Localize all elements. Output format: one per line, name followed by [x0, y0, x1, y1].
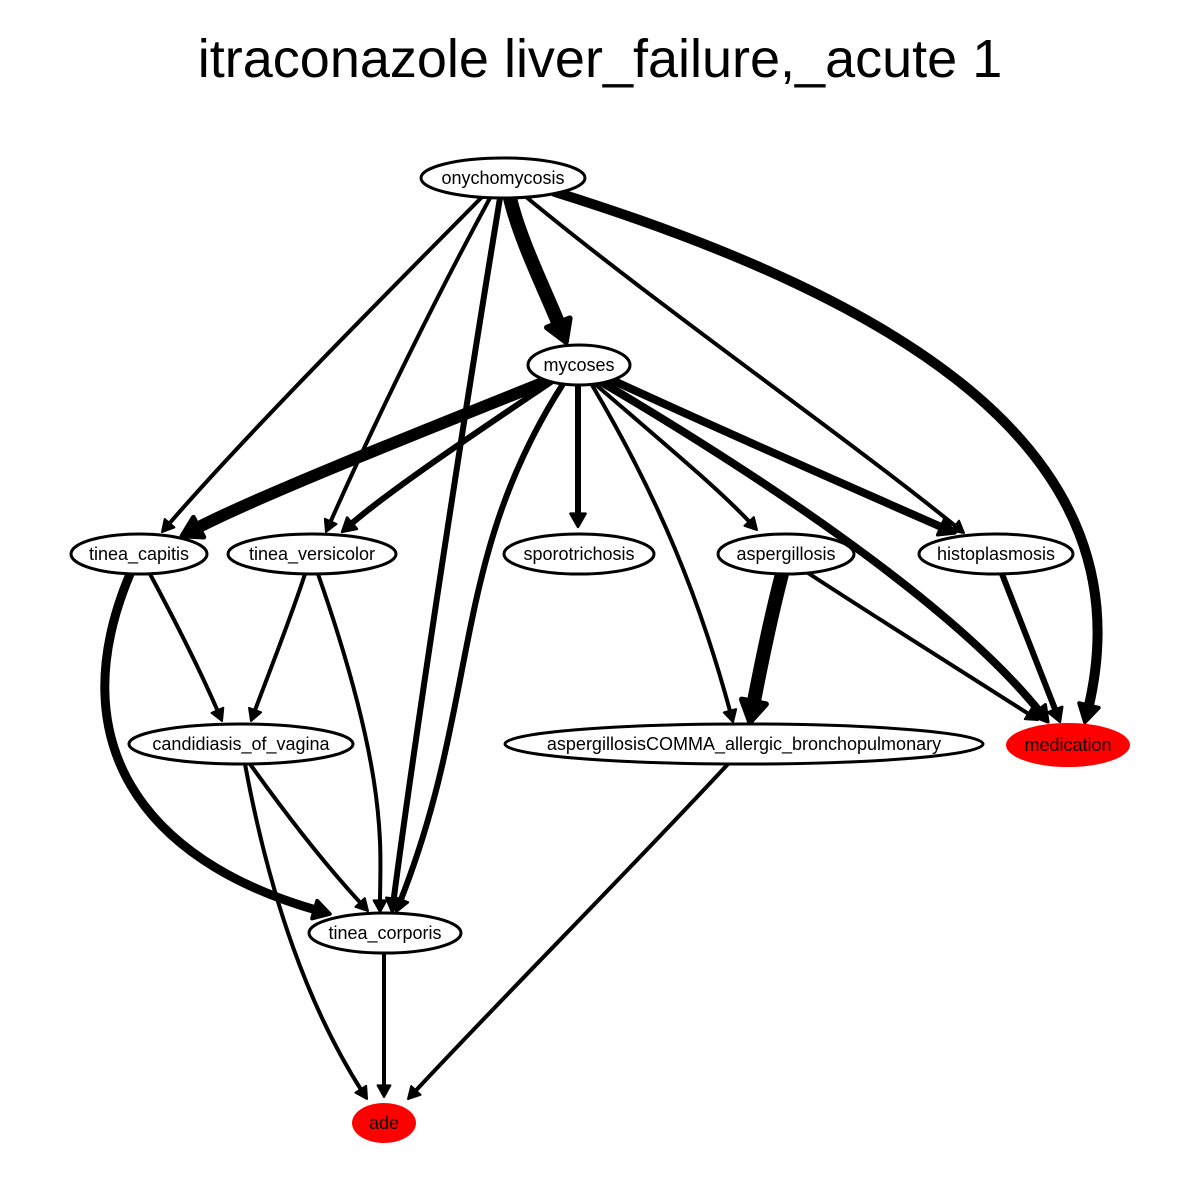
node-label-tinea_capitis: tinea_capitis — [89, 544, 189, 565]
edge-mycoses-to-tinea_capitis — [189, 376, 551, 535]
node-tinea_versicolor: tinea_versicolor — [226, 532, 398, 576]
arrowhead-tinea_capitis-to-candidiasis_of_vagina — [210, 706, 225, 722]
arrowhead-mycoses-to-sporotrichosis — [569, 512, 587, 529]
node-shape-onychomycosis — [419, 156, 587, 200]
edge-candidiasis_of_vagina-to-ade — [243, 762, 364, 1094]
edges-layer — [100, 187, 1103, 1100]
node-shape-aspergillosis — [716, 532, 856, 576]
arrowhead-mycoses-to-abpa — [722, 708, 738, 723]
nodes-layer: onychomycosis mycoses tinea_capitis tinea_v… — [69, 156, 1130, 1143]
node-label-ade: ade — [369, 1113, 399, 1133]
node-shape-ade — [352, 1103, 416, 1143]
node-shape-tinea_versicolor — [226, 532, 398, 576]
node-ade: ade — [352, 1103, 416, 1143]
node-label-tinea_corporis: tinea_corporis — [328, 923, 441, 944]
edge-aspergillosis-to-abpa — [746, 567, 789, 713]
arrowhead-candidiasis_of_vagina-to-tinea_corporis — [354, 897, 369, 912]
edge-onychomycosis-to-mycoses — [503, 191, 567, 334]
edge-mycoses-to-abpa — [590, 383, 733, 716]
arrowhead-mycoses-to-tinea_capitis — [179, 514, 207, 540]
graph-title: itraconazole liver_failure,_acute 1 — [197, 29, 1003, 89]
edge-aspergillosis-to-medication — [806, 571, 1033, 717]
arrowhead-onychomycosis-to-mycoses — [543, 315, 573, 345]
node-label-candidiasis_of_vagina: candidiasis_of_vagina — [152, 734, 330, 755]
edge-mycoses-to-histoplasmosis — [608, 376, 948, 533]
node-label-mycoses: mycoses — [543, 355, 614, 375]
edge-mycoses-to-medication — [599, 379, 1045, 717]
node-shape-tinea_corporis — [307, 911, 463, 955]
arrowhead-mycoses-to-tinea_versicolor — [340, 516, 359, 534]
edge-tinea_versicolor-to-tinea_corporis — [316, 572, 383, 905]
node-label-aspergillosis: aspergillosis — [736, 544, 835, 564]
edge-onychomycosis-to-medication — [550, 187, 1103, 714]
node-medication: medication — [1006, 723, 1130, 767]
node-abpa: aspergillosisCOMMA_allergic_bronchopulmo… — [503, 722, 985, 766]
arrowhead-aspergillosis-to-abpa — [738, 696, 769, 725]
arrowhead-candidiasis_of_vagina-to-ade — [354, 1084, 368, 1100]
node-sporotrichosis: sporotrichosis — [502, 532, 656, 576]
arrowhead-mycoses-to-medication — [1030, 703, 1050, 724]
node-shape-candidiasis_of_vagina — [127, 722, 355, 766]
arrowhead-abpa-to-ade — [407, 1085, 422, 1100]
arrowhead-aspergillosis-to-medication — [1023, 707, 1039, 721]
node-shape-tinea_capitis — [69, 532, 209, 576]
node-label-tinea_versicolor: tinea_versicolor — [249, 544, 375, 565]
arrowhead-onychomycosis-to-tinea_versicolor — [323, 517, 338, 533]
edge-onychomycosis-to-tinea_corporis — [390, 195, 503, 905]
node-shape-sporotrichosis — [502, 532, 656, 576]
edge-onychomycosis-to-tinea_versicolor — [327, 196, 492, 526]
edge-histoplasmosis-to-medication — [999, 571, 1060, 715]
arrowhead-tinea_versicolor-to-tinea_corporis — [372, 899, 388, 913]
node-onychomycosis: onychomycosis — [419, 156, 587, 200]
node-label-sporotrichosis: sporotrichosis — [523, 544, 634, 564]
edge-tinea_capitis-to-candidiasis_of_vagina — [148, 572, 221, 715]
edge-onychomycosis-to-histoplasmosis — [523, 194, 959, 530]
node-shape-histoplasmosis — [917, 532, 1075, 576]
arrowhead-histoplasmosis-to-medication — [1046, 705, 1064, 724]
arrowhead-onychomycosis-to-tinea_capitis — [161, 518, 176, 533]
edge-onychomycosis-to-tinea_capitis — [166, 195, 484, 527]
node-tinea_capitis: tinea_capitis — [69, 532, 209, 576]
edge-tinea_versicolor-to-candidiasis_of_vagina — [252, 572, 307, 715]
node-candidiasis_of_vagina: candidiasis_of_vagina — [127, 722, 355, 766]
arrowhead-tinea_versicolor-to-candidiasis_of_vagina — [248, 706, 263, 722]
arrowhead-mycoses-to-aspergillosis — [743, 516, 758, 531]
arrowhead-tinea_corporis-to-ade — [376, 1084, 392, 1098]
arrowhead-mycoses-to-tinea_corporis — [392, 895, 410, 914]
edge-abpa-to-ade — [412, 762, 730, 1095]
node-tinea_corporis: tinea_corporis — [307, 911, 463, 955]
node-label-histoplasmosis: histoplasmosis — [937, 544, 1055, 564]
node-label-onychomycosis: onychomycosis — [441, 168, 564, 188]
edge-mycoses-to-tinea_corporis — [396, 381, 566, 906]
node-aspergillosis: aspergillosis — [716, 532, 856, 576]
node-histoplasmosis: histoplasmosis — [917, 532, 1075, 576]
arrowhead-onychomycosis-to-medication — [1077, 701, 1101, 724]
edge-tinea_capitis-to-tinea_corporis — [100, 569, 323, 915]
node-label-abpa: aspergillosisCOMMA_allergic_bronchopulmo… — [547, 734, 941, 755]
edge-mycoses-to-aspergillosis — [593, 382, 753, 526]
arrowhead-tinea_capitis-to-tinea_corporis — [310, 898, 332, 921]
node-label-medication: medication — [1024, 735, 1111, 755]
node-shape-medication — [1006, 723, 1130, 767]
arrowhead-mycoses-to-histoplasmosis — [935, 517, 957, 537]
node-mycoses: mycoses — [526, 343, 632, 387]
edge-candidiasis_of_vagina-to-tinea_corporis — [248, 762, 364, 907]
node-shape-mycoses — [526, 343, 632, 387]
edge-mycoses-to-tinea_versicolor — [347, 379, 554, 528]
node-shape-abpa — [503, 722, 985, 766]
